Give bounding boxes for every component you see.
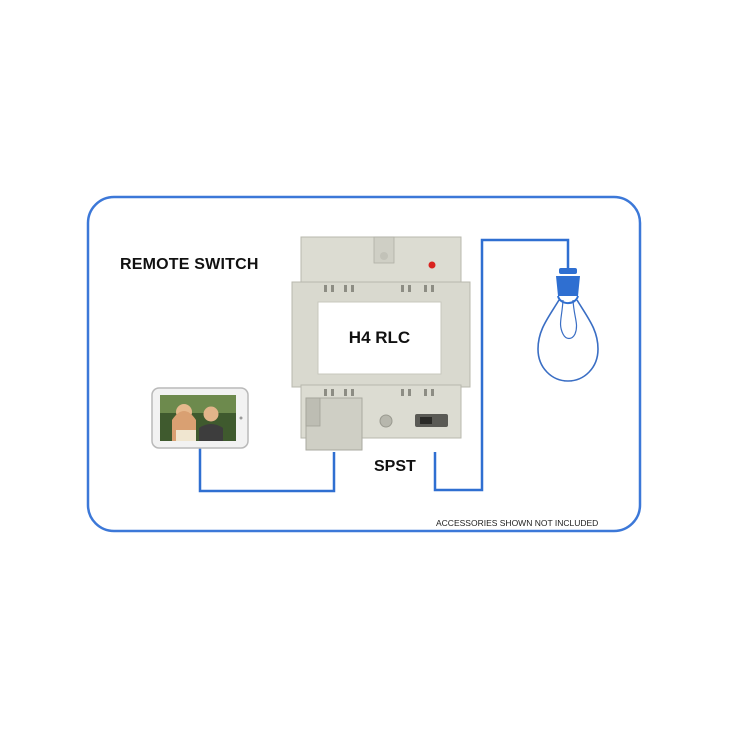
remote-switch-label: REMOTE SWITCH (120, 256, 259, 273)
wire-monitor-to-module (198, 446, 336, 493)
accessories-note: ACCESSORIES SHOWN NOT INCLUDED (436, 518, 599, 528)
video-monitor-icon (151, 387, 249, 449)
wire-spst-to-bulb (433, 238, 570, 492)
spst-label: SPST (374, 458, 416, 475)
diagram-frame (86, 195, 642, 533)
module-name-label: H4 RLC (348, 328, 411, 347)
light-bulb-icon (537, 268, 599, 382)
relay-module-icon (291, 236, 471, 451)
indicator-led (428, 261, 436, 269)
